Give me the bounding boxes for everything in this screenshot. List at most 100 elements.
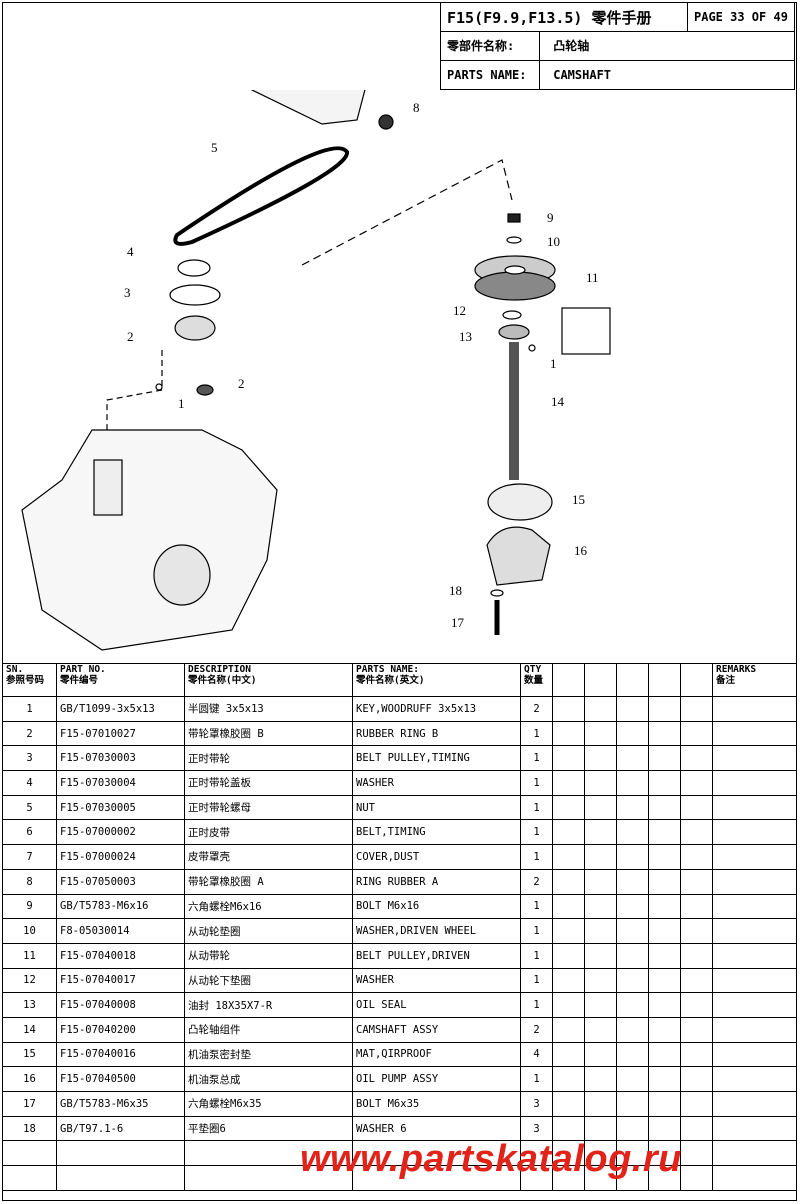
cell-sn: 14 <box>2 1016 57 1043</box>
cell-remarks <box>712 918 797 944</box>
timing-pulley-shape <box>174 315 216 341</box>
cell-desc-en: CAMSHAFT ASSY <box>352 1016 521 1043</box>
cell-blank <box>616 1091 649 1117</box>
cell-sn: 7 <box>2 844 57 870</box>
cell-blank <box>616 819 649 846</box>
cell-remarks <box>712 819 797 846</box>
cell-part-no: F15-07040018 <box>56 942 185 969</box>
page-number: PAGE 33 OF 49 <box>687 2 795 32</box>
cell-remarks <box>712 696 797 722</box>
cell-desc-en: BELT,TIMING <box>352 819 521 846</box>
table-row <box>2 1140 797 1167</box>
cell-blank <box>616 868 649 895</box>
cell-blank <box>552 844 585 870</box>
cell-sn: 12 <box>2 967 57 994</box>
cell-qty: 2 <box>520 1016 553 1043</box>
cell-blank <box>552 770 585 796</box>
cell-blank <box>584 868 617 895</box>
cell-blank <box>680 720 713 747</box>
cell-qty: 3 <box>520 1115 553 1142</box>
cell-blank <box>680 844 713 870</box>
cell-blank <box>584 720 617 747</box>
cell-part-no: F15-07000002 <box>56 819 185 846</box>
title-block: F15(F9.9,F13.5) 零件手册 PAGE 33 OF 49 零部件名称… <box>440 2 795 90</box>
callout-12: 12 <box>453 303 466 318</box>
dust-cover-shape <box>251 90 366 125</box>
cell-blank <box>680 893 713 920</box>
cell-blank <box>584 967 617 994</box>
cell-remarks <box>712 745 797 772</box>
cell-part-no: F15-07050003 <box>56 868 185 895</box>
cell-qty: 1 <box>520 745 553 772</box>
cell-blank <box>552 794 585 821</box>
cell-blank <box>552 918 585 944</box>
cell-part-no <box>56 1165 185 1191</box>
col-sn: SN.参照号码 <box>2 663 57 697</box>
part-name-en-label: PARTS NAME: <box>441 61 540 89</box>
cell-blank <box>648 942 681 969</box>
cell-blank <box>680 942 713 969</box>
cell-blank <box>616 720 649 747</box>
cell-blank <box>680 770 713 796</box>
cell-blank <box>680 819 713 846</box>
cell-desc-en <box>352 1165 521 1191</box>
col-part-no: PART NO.零件编号 <box>56 663 185 697</box>
cell-qty: 2 <box>520 868 553 895</box>
cell-blank <box>616 745 649 772</box>
cell-desc-en: RING RUBBER A <box>352 868 521 895</box>
rubber-ring-a-side <box>378 114 394 130</box>
callout-9: 9 <box>547 210 554 225</box>
cell-part-no: F15-07010027 <box>56 720 185 747</box>
cell-qty <box>520 1140 553 1167</box>
cell-blank <box>584 1041 617 1068</box>
cell-blank <box>680 745 713 772</box>
cell-part-no: F15-07040200 <box>56 1016 185 1043</box>
cell-remarks <box>712 1140 797 1167</box>
cell-part-no: F15-07040016 <box>56 1041 185 1068</box>
cell-blank <box>552 1016 585 1043</box>
cell-blank <box>584 992 617 1018</box>
part-name-en-value: CAMSHAFT <box>553 68 612 82</box>
cell-sn: 10 <box>2 918 57 944</box>
cell-blank <box>648 992 681 1018</box>
cell-blank <box>648 844 681 870</box>
cell-qty: 4 <box>520 1041 553 1068</box>
cell-blank <box>680 1066 713 1092</box>
cell-blank <box>648 1091 681 1117</box>
nut-shape <box>177 259 211 277</box>
cell-blank <box>648 967 681 994</box>
cell-blank <box>616 770 649 796</box>
cell-blank <box>680 1165 713 1191</box>
cell-blank <box>648 770 681 796</box>
cell-desc-cn: 带轮罩橡胶圈 B <box>184 720 353 747</box>
cell-sn: 2 <box>2 720 57 747</box>
cell-desc-cn: 六角螺栓M6x35 <box>184 1091 353 1117</box>
timing-belt-shape <box>173 146 349 246</box>
cell-blank <box>648 1016 681 1043</box>
cell-blank <box>616 696 649 722</box>
cell-desc-cn: 半圆键 3x5x13 <box>184 696 353 722</box>
cell-desc-cn: 正时皮带 <box>184 819 353 846</box>
cell-part-no: F15-07040500 <box>56 1066 185 1092</box>
cell-qty: 1 <box>520 992 553 1018</box>
cell-blank <box>552 1091 585 1117</box>
washer-10-shape <box>506 236 522 244</box>
cell-remarks <box>712 1016 797 1043</box>
cell-blank <box>552 992 585 1018</box>
cell-blank <box>648 918 681 944</box>
cell-blank <box>648 1041 681 1068</box>
cell-blank <box>616 918 649 944</box>
callout-3: 2 <box>127 329 134 344</box>
cell-remarks <box>712 967 797 994</box>
cell-blank <box>616 844 649 870</box>
